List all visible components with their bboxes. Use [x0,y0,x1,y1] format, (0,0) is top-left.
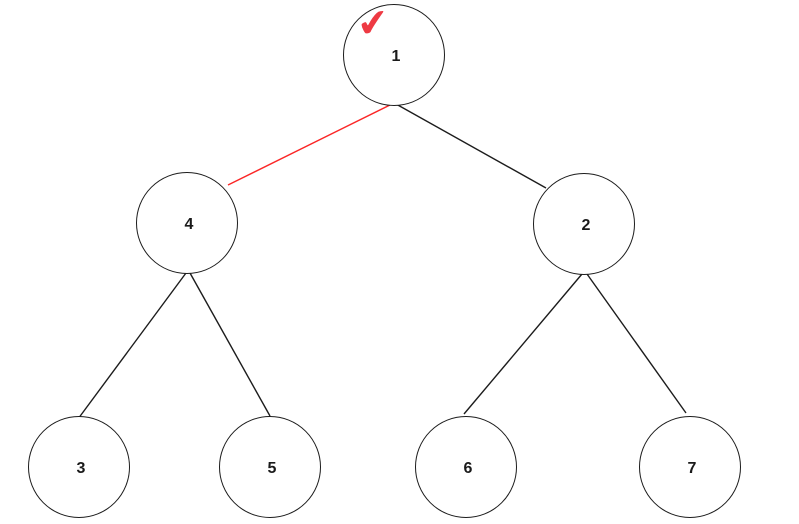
tree-node-3[interactable]: 3 [28,416,130,518]
edge-2-7 [586,273,687,414]
node-label-2: 2 [581,217,591,234]
edge-4-5 [189,272,271,417]
edge-2-6 [463,273,583,415]
node-label-3: 3 [76,460,86,477]
tree-node-5[interactable]: 5 [219,416,321,518]
node-label-4: 4 [184,216,194,233]
edge-1-4 [227,103,393,186]
tree-node-7[interactable]: 7 [639,416,741,518]
edge-4-3 [77,272,187,420]
edge-1-2 [395,103,547,189]
node-label-1: 1 [391,48,401,65]
node-label-6: 6 [463,460,473,477]
tree-node-2[interactable]: 2 [533,173,635,275]
tree-node-4[interactable]: 4 [136,172,238,274]
tree-node-6[interactable]: 6 [415,416,517,518]
node-label-7: 7 [687,460,697,477]
checkmark-icon: ✔ [354,0,392,47]
tree-node-1[interactable]: ✔ 1 [343,0,445,106]
node-label-5: 5 [267,460,277,477]
